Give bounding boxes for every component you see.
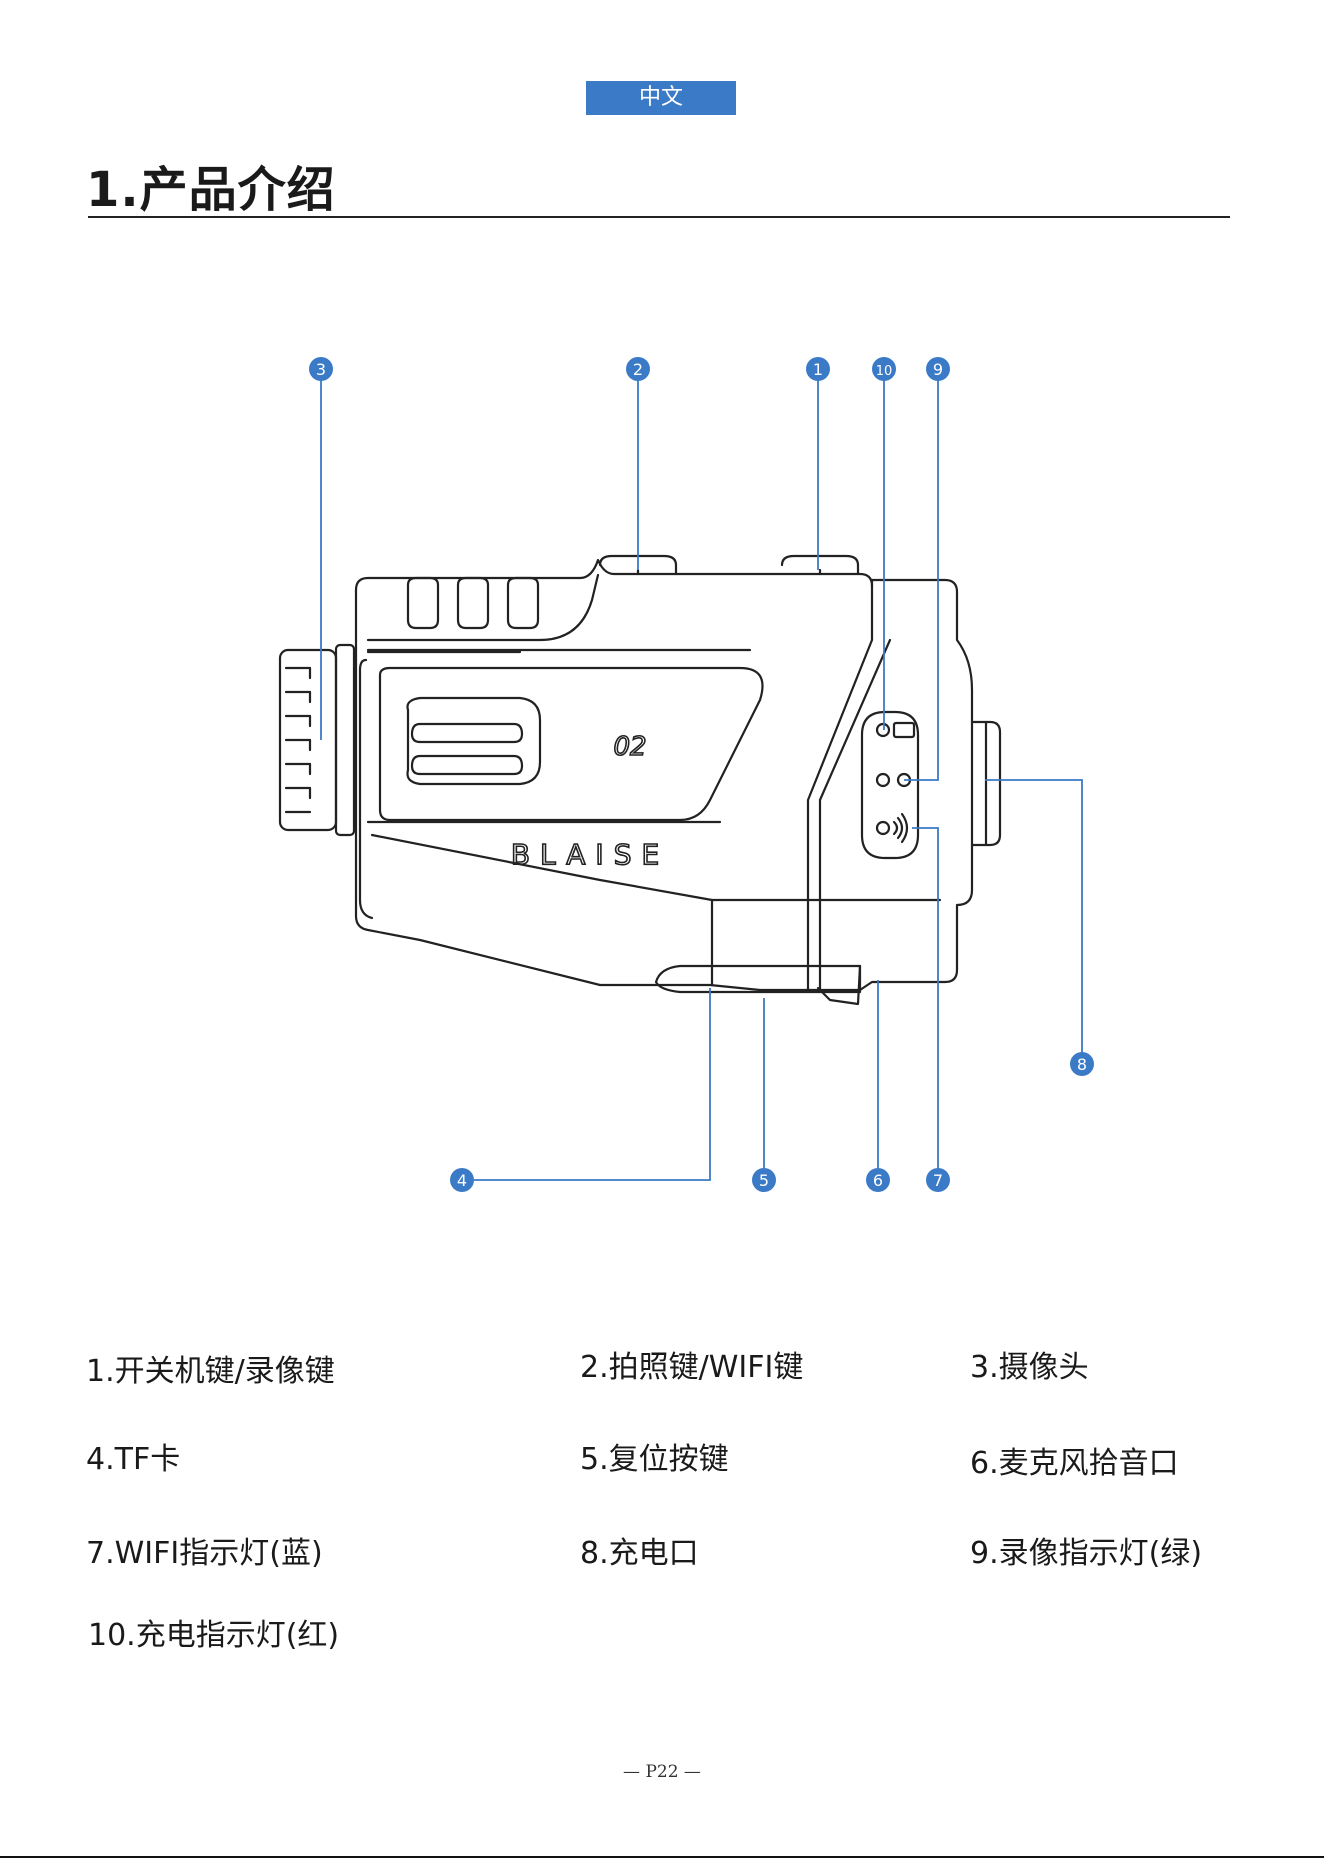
leader-line-9	[904, 369, 938, 780]
callout-7-label: 7	[933, 1171, 943, 1190]
device-model-text: 02	[613, 732, 646, 762]
callout-9-label: 9	[933, 360, 943, 379]
device-body-drawing	[356, 556, 1000, 1004]
legend-item-2: 2.拍照键/WIFI键	[580, 1342, 803, 1386]
page-number: — P22 —	[612, 1762, 712, 1782]
callout-5-label: 5	[759, 1171, 769, 1190]
legend-item-6: 6.麦克风拾音口	[970, 1438, 1179, 1482]
leader-line-4	[474, 988, 710, 1180]
callout-2-label: 2	[633, 360, 643, 379]
callout-1-label: 1	[813, 360, 823, 379]
device-brand-text: BLAISE	[511, 838, 669, 871]
legend-item-8: 8.充电口	[580, 1528, 699, 1572]
callout-4-label: 4	[457, 1171, 467, 1190]
callout-3-label: 3	[316, 360, 326, 379]
callout-10-label: 10	[876, 364, 893, 379]
legend-item-3: 3.摄像头	[970, 1342, 1089, 1386]
callout-6-label: 6	[873, 1171, 883, 1190]
footer-divider	[0, 1856, 1324, 1858]
legend-item-1: 1.开关机键/录像键	[86, 1346, 335, 1390]
legend-item-5: 5.复位按键	[580, 1434, 729, 1478]
callout-8-label: 8	[1077, 1055, 1087, 1074]
legend-item-9: 9.录像指示灯(绿)	[970, 1528, 1202, 1572]
leader-line-7	[912, 828, 938, 1168]
legend-item-7: 7.WIFI指示灯(蓝)	[86, 1528, 323, 1572]
legend-item-4: 4.TF卡	[86, 1434, 180, 1478]
camera-lens-drawing	[280, 645, 354, 835]
legend-item-10: 10.充电指示灯(红)	[88, 1610, 339, 1654]
